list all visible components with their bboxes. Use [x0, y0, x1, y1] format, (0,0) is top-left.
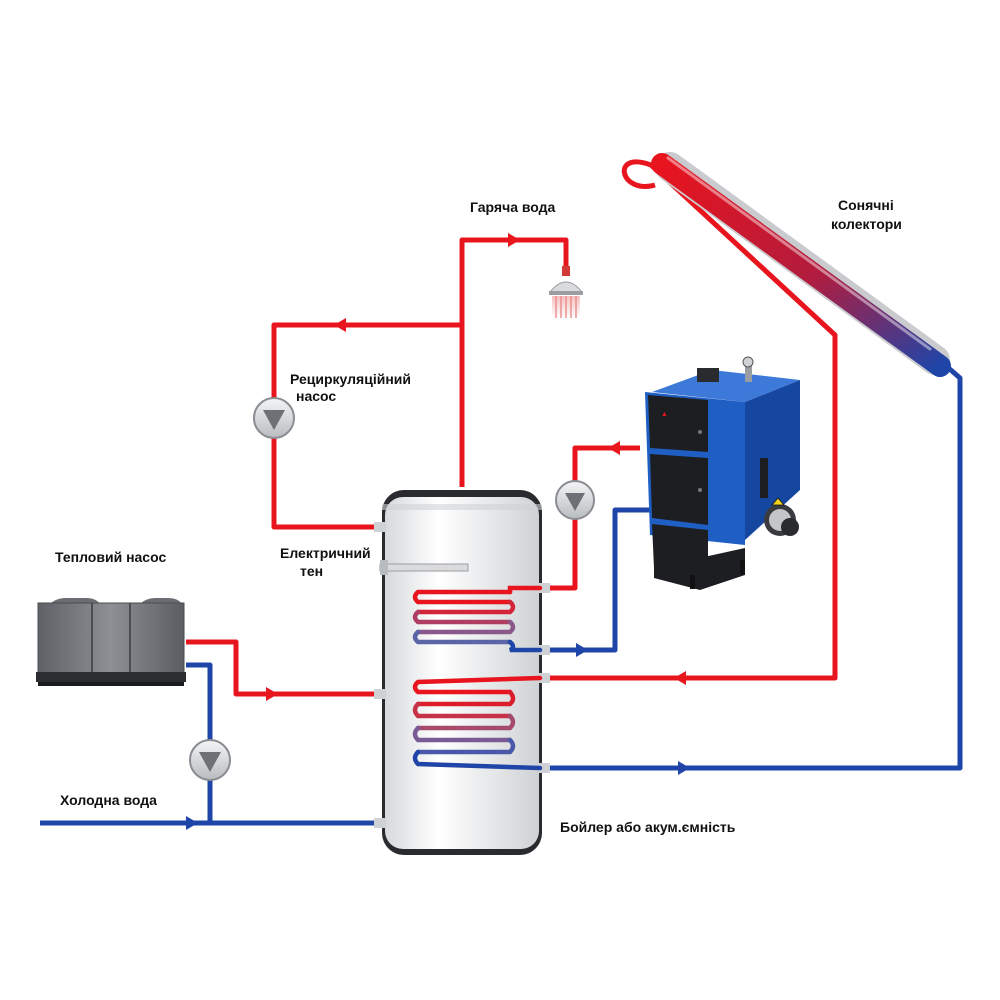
- pump-icon: [263, 410, 285, 430]
- svg-text:▲: ▲: [661, 411, 668, 418]
- solar-supply-pipe: [540, 163, 838, 681]
- flow-arrow-icon: [508, 233, 520, 247]
- solar-return-pipe: [540, 363, 963, 771]
- cold-water-pipes: [40, 363, 963, 826]
- solar-collectors-label-line2: колектори: [831, 216, 902, 232]
- solid-fuel-boiler: ▲: [645, 356, 800, 590]
- storage-tank: [374, 490, 550, 855]
- heat-pump-circulation-pump: [189, 739, 231, 781]
- heat-pump-label: Тепловий насос: [55, 549, 166, 565]
- solar-collectors-label-line1: Сонячні: [838, 197, 894, 213]
- heat-pump-unit: [36, 598, 186, 686]
- flow-arrow-icon: [576, 643, 588, 657]
- flow-arrows: [186, 233, 690, 830]
- solid-fuel-pump: [555, 480, 595, 520]
- electric-heater-label-line2: тен: [300, 563, 323, 579]
- boiler-label: Бойлер або акум.ємність: [560, 819, 736, 835]
- electric-heater-element: [379, 563, 469, 572]
- flow-arrow-icon: [678, 761, 690, 775]
- shower-head-icon: [548, 266, 584, 318]
- hot-water-label: Гаряча вода: [470, 199, 556, 215]
- upper-heat-exchanger-coil: [412, 585, 543, 653]
- electric-heater-label-line1: Електричний: [280, 545, 371, 561]
- flow-arrow-icon: [334, 318, 346, 332]
- solid-fuel-supply-pipe: [540, 445, 640, 591]
- recirculation-pump-label-line2: насос: [296, 388, 336, 404]
- flow-arrow-icon: [674, 671, 686, 685]
- recirculation-pump-label-line1: Рециркуляційний: [290, 371, 411, 387]
- flow-arrow-icon: [266, 687, 278, 701]
- heat-pump-supply-pipe: [186, 639, 382, 697]
- pump-icon: [565, 493, 585, 511]
- flow-arrow-icon: [186, 816, 198, 830]
- flow-arrow-icon: [608, 441, 620, 455]
- recirculation-pump: [253, 397, 295, 439]
- hot-water-supply-pipe: [459, 237, 569, 487]
- solar-collector: [621, 152, 951, 377]
- solid-fuel-return-pipe: [540, 507, 650, 653]
- lower-heat-exchanger-coil: [412, 675, 543, 771]
- pump-icon: [199, 752, 221, 772]
- cold-water-label: Холодна вода: [60, 792, 157, 808]
